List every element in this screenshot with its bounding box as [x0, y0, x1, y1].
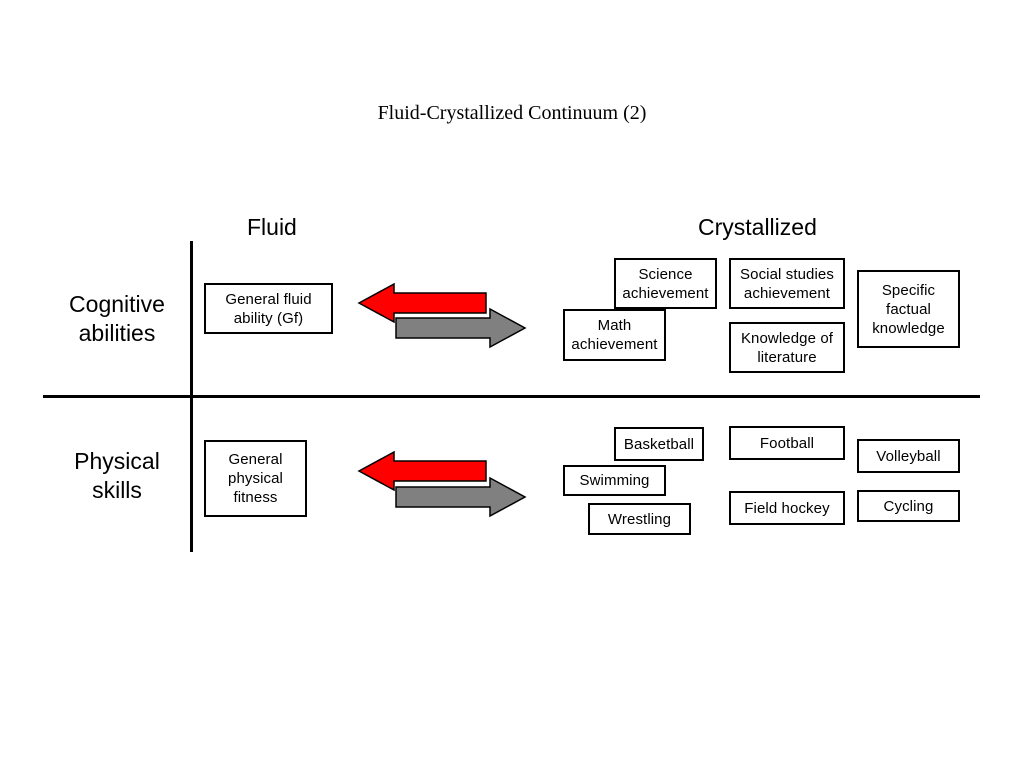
left-red-arrow-physical [357, 450, 487, 492]
right-gray-arrow-physical [395, 476, 527, 518]
box-line: General fluid [225, 290, 312, 308]
football-box: Football [729, 426, 845, 460]
cycling-box: Cycling [857, 490, 960, 522]
box-line: achievement [571, 336, 658, 353]
box-line: factual [886, 300, 931, 318]
right-gray-arrow-cognitive [395, 307, 527, 349]
row-header-line: skills [92, 477, 142, 503]
left-red-arrow-cognitive [357, 282, 487, 324]
box-line: fitness [233, 489, 278, 506]
box-line: Math [597, 317, 632, 334]
slide-title: Fluid-Crystallized Continuum (2) [377, 102, 647, 124]
box-line: Knowledge of [740, 329, 834, 347]
volleyball-box: Volleyball [857, 439, 960, 473]
box-line: achievement [743, 284, 831, 302]
right-arrow-shape [395, 476, 527, 518]
box-line: knowledge [872, 319, 945, 337]
row-header-line: Physical [74, 448, 160, 474]
field-hockey-box: Field hockey [729, 491, 845, 525]
left-arrow-shape [357, 282, 487, 324]
box-line: ability (Gf) [233, 309, 304, 327]
horizontal-divider [43, 395, 980, 398]
box-line: physical [228, 470, 283, 487]
cognitive-row-header: Cognitive abilities [42, 290, 192, 348]
crystallized-column-header: Crystallized [698, 214, 817, 240]
left-arrow-shape [357, 450, 487, 492]
physical-row-header: Physical skills [42, 447, 192, 505]
general-physical-fitness-box: General physical fitness [204, 440, 307, 517]
row-header-line: Cognitive [69, 291, 165, 317]
wrestling-box: Wrestling [588, 503, 691, 535]
box-line: Science [638, 265, 693, 283]
box-line: literature [757, 348, 817, 366]
basketball-box: Basketball [614, 427, 704, 461]
box-line: General [228, 451, 283, 468]
box-line: Specific [881, 281, 936, 299]
row-header-line: abilities [78, 320, 156, 346]
box-line: achievement [622, 284, 709, 302]
swimming-box: Swimming [563, 465, 666, 496]
right-arrow-shape [395, 307, 527, 349]
fluid-column-header: Fluid [247, 214, 297, 240]
box-line: Social studies [740, 265, 834, 283]
math-achievement-box: Math achievement [563, 309, 666, 361]
